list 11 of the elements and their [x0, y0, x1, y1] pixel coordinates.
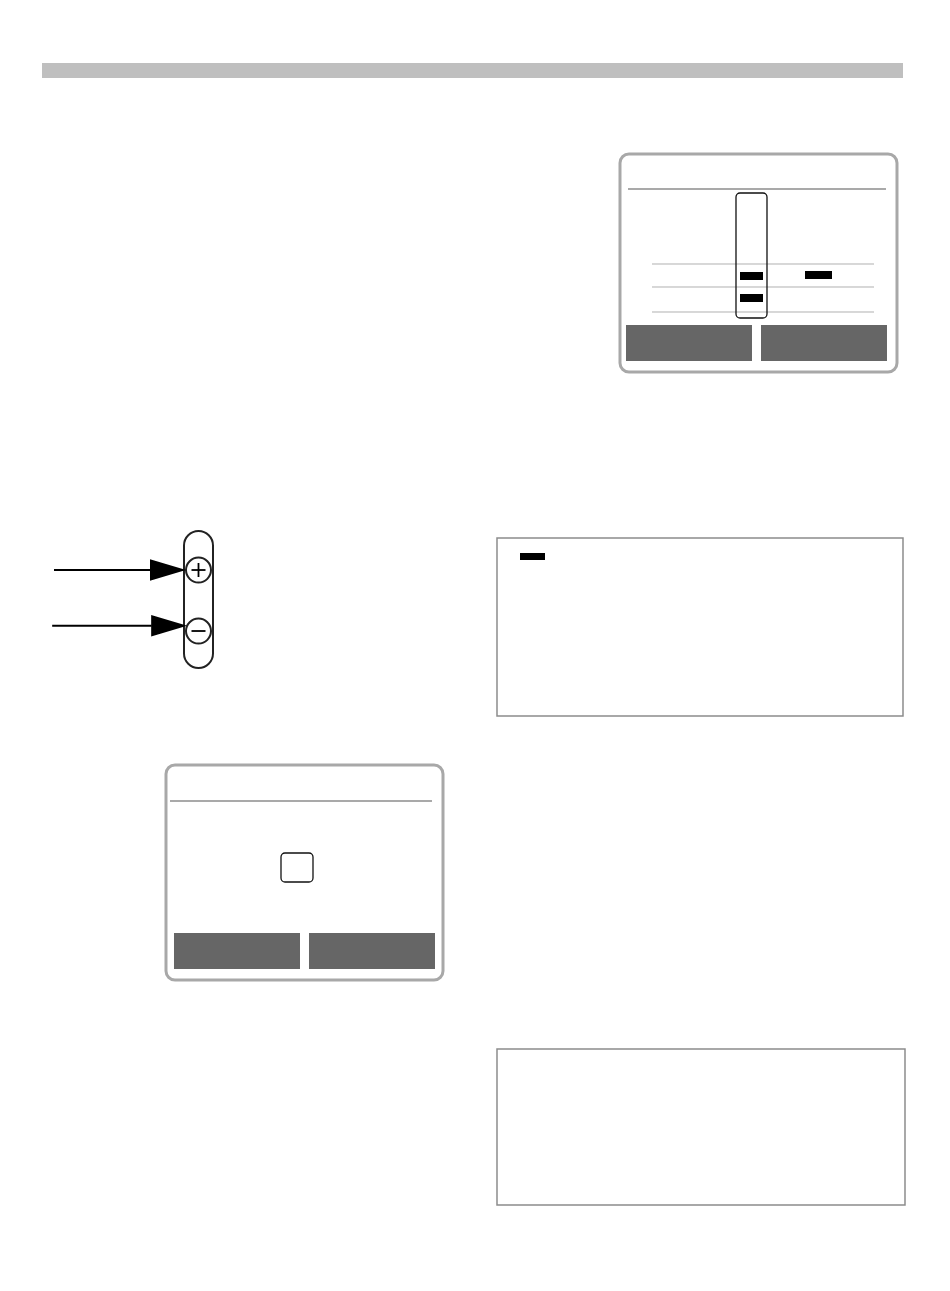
softkey	[761, 325, 887, 361]
rocker-key	[183, 530, 214, 669]
softkey	[626, 325, 752, 361]
display-screen	[164, 763, 445, 982]
display-screen	[618, 152, 899, 374]
minus-button	[185, 617, 212, 645]
softkey	[309, 933, 435, 969]
note-box	[496, 537, 904, 717]
softkey	[174, 933, 300, 969]
plus-button	[185, 556, 212, 584]
note-box	[496, 1048, 906, 1206]
